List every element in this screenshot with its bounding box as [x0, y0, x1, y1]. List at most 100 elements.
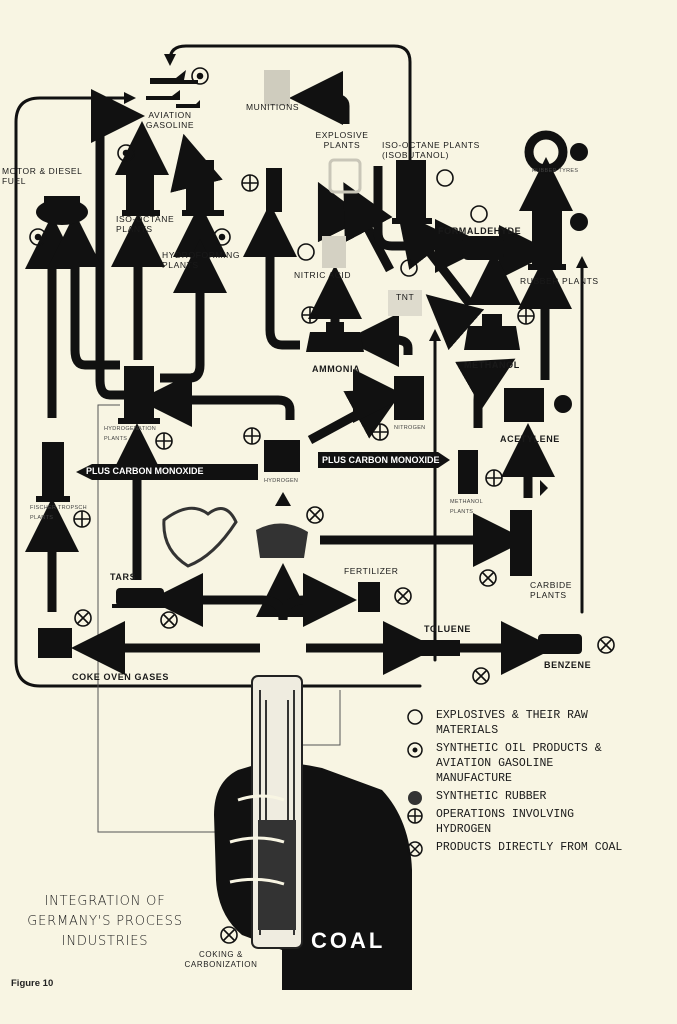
aviation-gasoline-label: AVIATION GASOLINE: [145, 110, 195, 130]
iso-octane-plants-icon: [122, 160, 160, 216]
motor-diesel-fuel-label: MOTOR & DIESEL FUEL: [2, 166, 83, 186]
acetylene-label: ACETYLENE: [500, 434, 560, 444]
rubber-tyres-label: RUBBER TYRES: [532, 168, 579, 174]
plus-co-left-label: PLUS CARBON MONOXIDE: [86, 466, 204, 476]
benzene-icon: [538, 634, 582, 654]
toluene-icon: [418, 640, 460, 656]
x-circle-symbol: [306, 506, 324, 524]
open-circle-symbol: [400, 259, 418, 277]
plus-co-band-left: [76, 464, 258, 480]
open-circle-symbol: [297, 243, 315, 261]
x-circle-symbol: [220, 926, 238, 944]
x-circle-icon: [407, 841, 423, 857]
legend-text: SYNTHETIC OIL PRODUCTS & AVIATION GASOLI…: [436, 742, 602, 785]
coal-products-illustration: [162, 506, 308, 568]
legend-text: PRODUCTS DIRECTLY FROM COAL: [436, 841, 623, 854]
tnt-icon: [388, 290, 422, 316]
legend-item: EXPLOSIVES & THEIR RAW MATERIALS: [406, 708, 628, 738]
x-circle-symbol: [479, 569, 497, 587]
open-circle-symbol: [470, 205, 488, 223]
hydrogen-icon: [264, 440, 300, 472]
dot-circle-symbol: [117, 144, 135, 162]
diagram-title: INTEGRATION OF GERMANY'S PROCESS INDUSTR…: [27, 894, 183, 949]
coal-hand-illustration: [214, 675, 412, 990]
legend-item: PRODUCTS DIRECTLY FROM COAL: [406, 840, 628, 857]
tars-icon: [112, 588, 168, 608]
coal-label: COAL: [311, 928, 386, 953]
dot-circle-symbol: [213, 228, 231, 246]
iso-octane-isobutanol-icon: [392, 160, 432, 224]
hydroforming-plants-icon: [182, 160, 224, 216]
methanol-plants-label: METHANOL PLANTS: [450, 499, 483, 515]
thick-flow-arrows: [25, 71, 573, 675]
munitions-label: MUNITIONS: [246, 102, 300, 112]
tnt-label: TNT: [396, 292, 415, 302]
dot-circle-symbol: [191, 67, 209, 85]
ammonia-label: AMMONIA: [312, 364, 361, 374]
x-circle-symbol: [160, 611, 178, 629]
legend-item: SYNTHETIC OIL PRODUCTS & AVIATION GASOLI…: [406, 741, 628, 786]
legend-text: SYNTHETIC RUBBER: [436, 790, 547, 803]
acetylene-icon: [504, 388, 544, 422]
iso-octane-plants-label: ISO-OCTANE PLANTS: [116, 214, 175, 234]
nitric-acid-label: NITRIC ACID: [294, 270, 352, 280]
coke-oven-gases-label: COKE OVEN GASES: [72, 672, 170, 682]
hydrogenation-plants-label: HYDROGENATION PLANTS: [104, 426, 157, 442]
rubber-tyres-icon: [524, 130, 588, 174]
formaldehyde-icon: [462, 236, 504, 260]
fischer-tropsch-icon: [36, 442, 70, 502]
plus-circle-icon: [407, 808, 423, 824]
toluene-label: TOLUENE: [424, 624, 472, 634]
nitrogen-icon: [394, 376, 424, 420]
legend-item: SYNTHETIC RUBBER: [406, 789, 628, 805]
carbide-plants-label: CARBIDE PLANTS: [530, 580, 572, 600]
explosive-plants-label: EXPLOSIVE PLANTS: [315, 130, 369, 150]
plus-co-right-label: PLUS CARBON MONOXIDE: [322, 455, 440, 465]
nitrogen-label: NITROGEN: [394, 425, 426, 431]
dot-circle-symbol: [29, 228, 47, 246]
benzene-label: BENZENE: [544, 660, 592, 670]
small-flow-arrows: [275, 480, 548, 506]
fertilizer-icon: [358, 582, 380, 612]
x-circle-symbol: [597, 636, 615, 654]
legend: EXPLOSIVES & THEIR RAW MATERIALS SYNTHET…: [406, 708, 628, 858]
nitric-acid-icon: [322, 236, 346, 268]
coke-oven-gases-icon: [38, 628, 72, 658]
carbide-plants-icon: [510, 510, 532, 576]
open-circle-icon: [407, 709, 423, 725]
tars-label: TARS: [110, 572, 137, 582]
hydrogenation-plants-icon: [118, 366, 160, 424]
munitions-icon: [264, 70, 290, 106]
motor-fuel-icon: [36, 196, 88, 225]
rubber-plants-symbol: [570, 213, 588, 231]
x-circle-symbol: [394, 587, 412, 605]
rubber-plant-icon: [266, 168, 282, 212]
open-circle-symbol: [436, 169, 454, 187]
x-circle-symbol: [74, 609, 92, 627]
fischer-tropsch-label: FISCHER TROPSCH PLANTS: [30, 505, 87, 521]
iso-octane-isobutanol-label: ISO-OCTANE PLANTS (ISOBUTANOL): [382, 140, 480, 160]
methanol-label: METHANOL: [464, 360, 520, 370]
fine-lines: [97, 404, 341, 833]
rubber-plants-label: RUBBER PLANTS: [520, 276, 599, 286]
shaded-circle-icon: [408, 791, 422, 805]
thin-flow-lines: [14, 44, 588, 688]
x-circle-symbol: [472, 667, 490, 685]
diagram-symbols: [29, 67, 615, 944]
dot-circle-icon: [407, 742, 423, 758]
ammonia-icon: [306, 322, 364, 352]
hydrogen-label: HYDROGEN: [264, 478, 299, 484]
legend-text: EXPLOSIVES & THEIR RAW MATERIALS: [436, 709, 588, 737]
methanol-icon: [464, 314, 520, 350]
plus-co-band-right: [318, 452, 450, 468]
explosive-plants-icon: [328, 158, 362, 194]
aviation-planes-icon: [146, 70, 200, 108]
fertilizer-label: FERTILIZER: [344, 566, 399, 576]
coking-carbonization-label: COKING & CARBONIZATION: [184, 950, 258, 969]
rubber-plants-icon: [528, 204, 566, 270]
formaldehyde-label: FORMALDEHYDE: [438, 226, 522, 236]
legend-item: OPERATIONS INVOLVING HYDROGEN: [406, 807, 628, 837]
figure-label: Figure 10: [11, 978, 54, 989]
legend-text: OPERATIONS INVOLVING HYDROGEN: [436, 808, 575, 836]
